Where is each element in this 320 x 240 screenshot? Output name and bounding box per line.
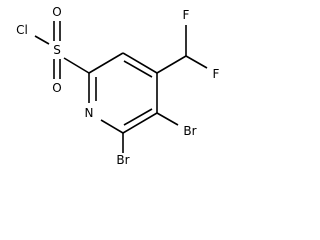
atom-cl: Cl bbox=[16, 23, 28, 37]
atom-labels: Cl S O O N Br Br F F bbox=[16, 5, 219, 167]
atom-s: S bbox=[53, 43, 61, 57]
bond-s-cl bbox=[34, 35, 50, 45]
bond-c3-c4-inner bbox=[123, 60, 153, 78]
bond-c2-s bbox=[63, 57, 90, 74]
bond-c5-br bbox=[156, 112, 179, 126]
molecule-drawing: Cl S O O N Br Br F F bbox=[16, 5, 219, 167]
atom-br-bottom: Br bbox=[116, 153, 129, 167]
bonds bbox=[34, 21, 208, 153]
bond-c2-c3 bbox=[88, 52, 124, 74]
bond-c5-c6-inner bbox=[123, 108, 153, 126]
bond-c6-n bbox=[100, 119, 124, 134]
bond-cf2-f-right bbox=[185, 55, 208, 69]
atom-f-left: F bbox=[183, 8, 190, 22]
bond-c5-c6 bbox=[122, 112, 158, 134]
bond-c3-c4 bbox=[122, 52, 158, 74]
atom-br-ring: Br bbox=[183, 124, 196, 138]
atom-n: N bbox=[85, 106, 94, 120]
atom-o-top: O bbox=[52, 5, 61, 19]
bond-c4-cf2 bbox=[156, 55, 187, 74]
structure-diagram: Cl S O O N Br Br F F bbox=[16, 5, 220, 167]
atom-f-right: F bbox=[213, 67, 220, 81]
atom-o-bottom: O bbox=[52, 81, 61, 95]
